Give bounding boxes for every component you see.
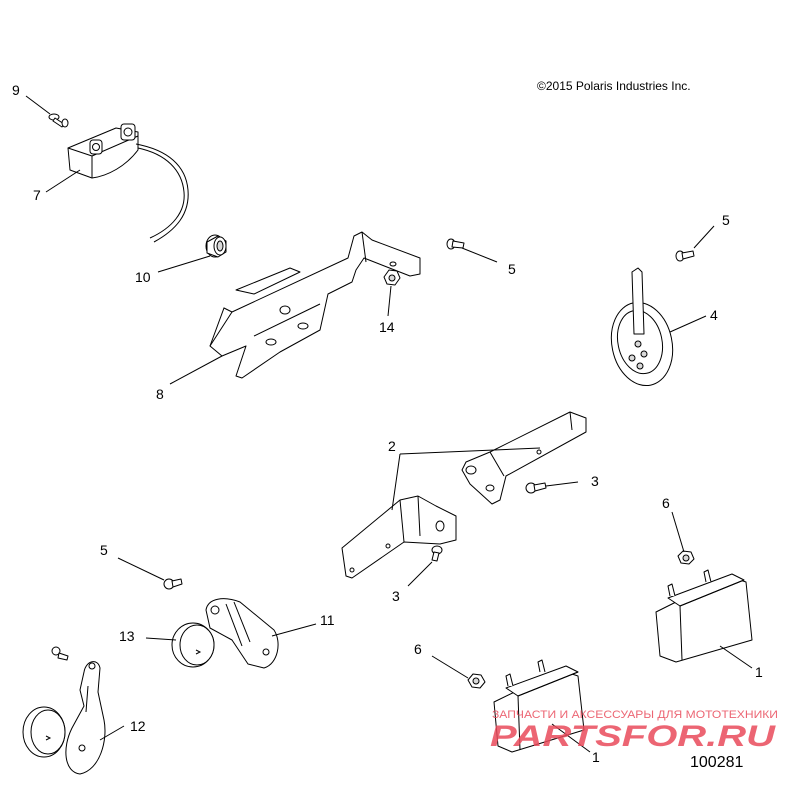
part-2-bracket-lower [341, 495, 457, 579]
copyright-text: ©2015 Polaris Industries Inc. [537, 79, 691, 93]
part-6-nut-bottom [467, 673, 486, 689]
callout-5-left: 5 [100, 542, 108, 558]
diagram-number: 100281 [690, 754, 743, 771]
part-5-screw-top-mid [446, 238, 465, 250]
part-2-bracket-upper [461, 411, 587, 505]
callout-6-bottom: 6 [414, 641, 422, 657]
callout-5-top-right: 5 [722, 212, 730, 228]
callout-8: 8 [156, 386, 164, 402]
part-13-reflector [171, 622, 215, 668]
part-4-horn [610, 267, 674, 387]
callout-2: 2 [388, 438, 396, 454]
part-3-screw-lower [431, 545, 443, 562]
callout-5-top-mid: 5 [508, 261, 516, 277]
part-1-tail-light-right [655, 569, 753, 663]
part-10-grommet [205, 234, 227, 258]
part-12-reflector-bracket [22, 646, 106, 775]
callout-13: 13 [119, 628, 135, 644]
part-9-screw [48, 113, 69, 128]
watermark-tagline: ЗАПЧАСТИ И АКСЕССУАРЫ ДЛЯ МОТОТЕХНИКИ [492, 709, 778, 721]
part-3-screw-upper [525, 482, 547, 494]
part-8-bracket [209, 231, 421, 379]
leader-lines [25, 95, 753, 753]
watermark-brand: PARTSFOR.RU [490, 720, 777, 753]
part-5-screw-left [163, 578, 183, 590]
callout-10: 10 [135, 269, 151, 285]
callout-1-bottom: 1 [592, 749, 600, 765]
watermark: ЗАПЧАСТИ И АКСЕССУАРЫ ДЛЯ МОТОТЕХНИКИ PA… [490, 709, 778, 753]
callout-14: 14 [379, 319, 395, 335]
part-11-reflector-bracket [205, 598, 279, 669]
callout-3-upper: 3 [591, 473, 599, 489]
part-5-screw-top-right [675, 250, 695, 262]
callout-12: 12 [130, 718, 146, 734]
part-7-plate-light [67, 123, 189, 243]
callout-labels: 9 7 10 8 14 5 5 4 2 3 3 6 1 5 11 13 12 6… [12, 82, 763, 765]
callout-4: 4 [710, 307, 718, 323]
callout-7: 7 [33, 187, 41, 203]
callout-9: 9 [12, 82, 20, 98]
callout-11: 11 [320, 612, 335, 628]
part-6-nut-right [677, 550, 695, 565]
callout-1-right: 1 [755, 664, 763, 680]
callout-6-right: 6 [662, 495, 670, 511]
callout-3-lower: 3 [392, 588, 400, 604]
part-14-nut [383, 269, 401, 286]
